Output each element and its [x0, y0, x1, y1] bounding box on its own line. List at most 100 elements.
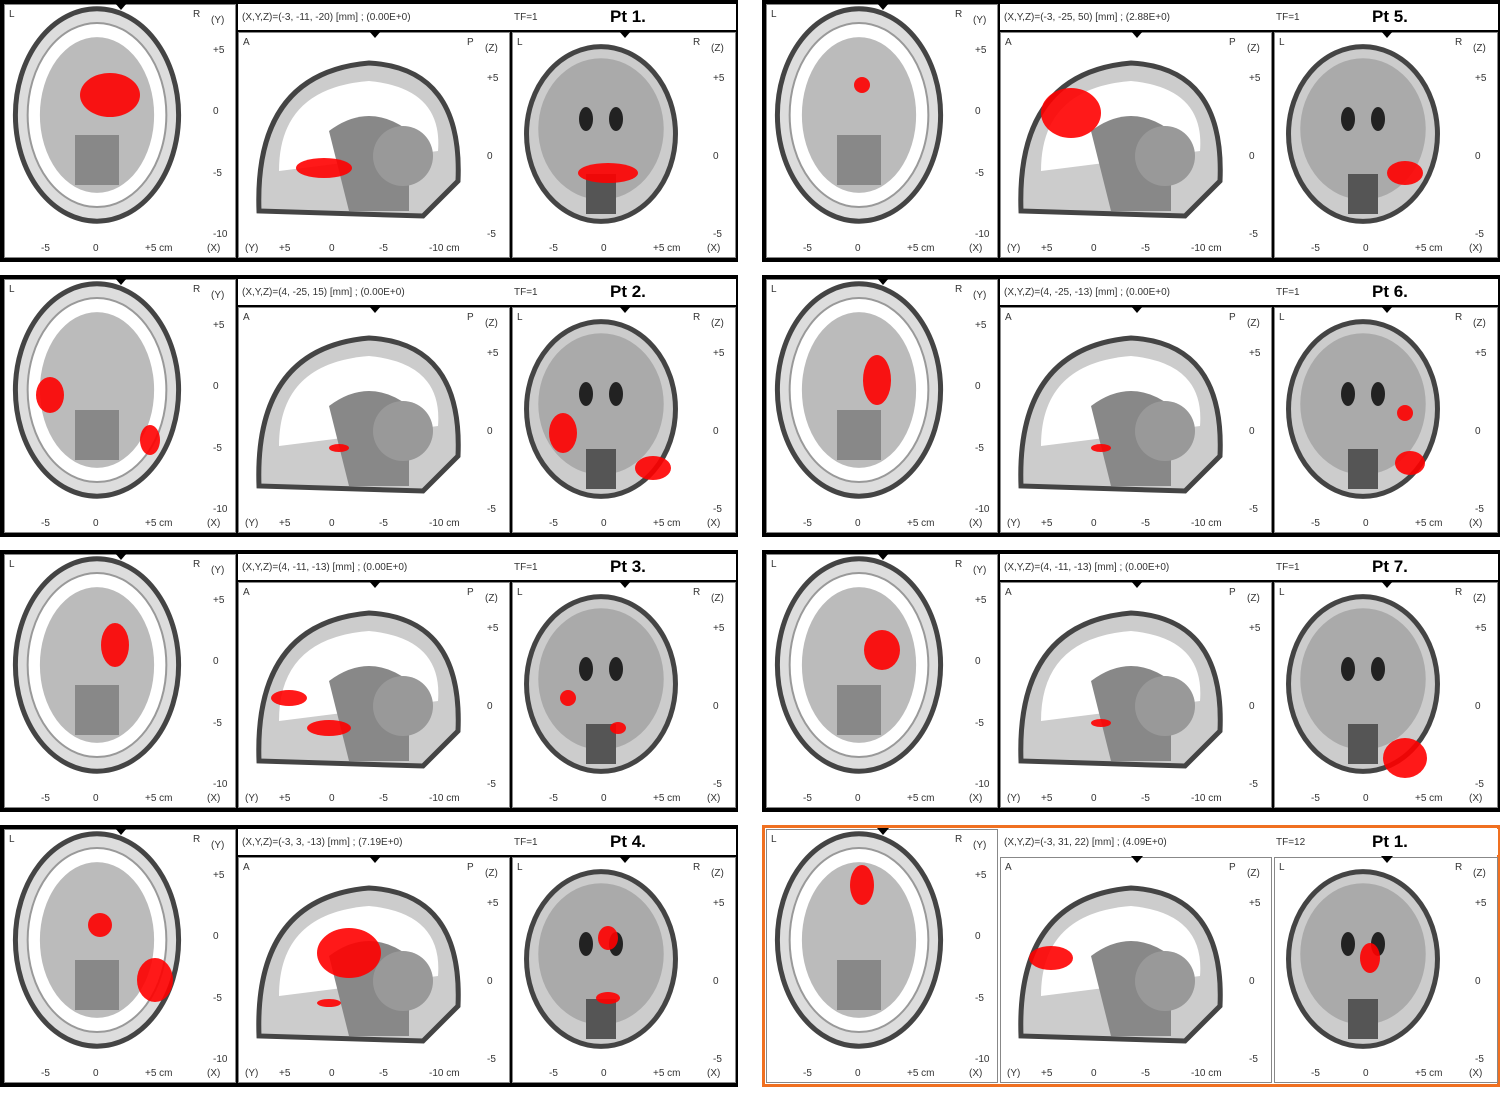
- patient-label: Pt 1.: [610, 7, 646, 26]
- x-tick: 0: [601, 518, 607, 529]
- coronal-brain-slice: [1286, 594, 1440, 778]
- x-tick: 0: [1363, 1068, 1369, 1079]
- panel-header: (X,Y,Z)=(4, -25, -13) [mm] ; (0.00E+0)TF…: [1000, 279, 1498, 305]
- y-tick: 0: [1475, 701, 1481, 712]
- activation-blob: [1091, 444, 1111, 452]
- x-axis-label: (X): [207, 1068, 221, 1079]
- y-tick: +5: [487, 898, 499, 909]
- y-tick: 0: [713, 976, 719, 987]
- x-tick: +5 cm: [653, 793, 681, 804]
- y-tick: -10: [213, 229, 228, 240]
- panel-header: (X,Y,Z)=(-3, -25, 50) [mm] ; (2.88E+0)TF…: [1000, 4, 1498, 30]
- orientation-right: R: [193, 834, 201, 845]
- x-axis-label: (X): [1469, 1068, 1483, 1079]
- axis-label: (Z): [711, 318, 724, 329]
- x-tick: 0: [93, 793, 99, 804]
- orientation-right: P: [467, 312, 474, 323]
- x-tick: -5: [379, 1068, 388, 1079]
- activation-blob: [1397, 405, 1413, 421]
- x-axis-label: (X): [1469, 793, 1483, 804]
- time-frame: TF=1: [1276, 562, 1300, 573]
- y-tick: -5: [1249, 504, 1258, 515]
- x-tick: 0: [855, 1068, 861, 1079]
- x-tick: -5: [549, 1068, 558, 1079]
- y-tick: -5: [1249, 779, 1258, 790]
- orientation-left: L: [517, 312, 523, 323]
- y-tick: -5: [487, 504, 496, 515]
- coronal-brain-slice: [524, 44, 678, 224]
- marker-triangle: [1131, 31, 1143, 38]
- orientation-right: R: [1455, 587, 1463, 598]
- sagittal-brain-slice: [256, 885, 461, 1044]
- axis-label: (Y): [211, 15, 225, 26]
- panel-header: (X,Y,Z)=(4, -11, -13) [mm] ; (0.00E+0)TF…: [1000, 554, 1498, 580]
- x-tick: 0: [1091, 243, 1097, 254]
- axis-label: (Y): [211, 290, 225, 301]
- time-frame: TF=1: [514, 287, 538, 298]
- x-tick: +5 cm: [145, 1068, 173, 1079]
- x-tick: 0: [329, 243, 335, 254]
- y-tick: 0: [487, 426, 493, 437]
- x-tick: 0: [855, 243, 861, 254]
- patient-label: Pt 2.: [610, 282, 646, 301]
- y-tick: +5: [213, 595, 225, 606]
- y-tick: 0: [1475, 426, 1481, 437]
- y-tick: -5: [975, 717, 984, 729]
- y-tick: +5: [487, 623, 499, 634]
- y-tick: +5: [213, 320, 225, 331]
- x-tick: +5 cm: [145, 793, 173, 804]
- x-axis-label: (Y): [245, 243, 259, 254]
- x-axis-label: (Y): [245, 518, 259, 529]
- x-axis-label: (Y): [1007, 1068, 1021, 1079]
- orientation-right: P: [467, 587, 474, 598]
- y-tick: +5: [713, 348, 725, 359]
- y-tick: +5: [1249, 73, 1261, 84]
- x-tick: 0: [855, 518, 861, 529]
- orientation-right: R: [193, 284, 201, 295]
- x-tick: -10 cm: [429, 518, 460, 529]
- y-tick: +5: [1249, 623, 1261, 634]
- x-axis-label: (X): [207, 793, 221, 804]
- y-tick: -5: [713, 229, 722, 240]
- orientation-right: R: [693, 312, 701, 323]
- orientation-right: R: [693, 37, 701, 48]
- axis-label: (Z): [1247, 318, 1260, 329]
- axis-label: (Y): [211, 840, 225, 851]
- coronal-brain-slice: [524, 319, 678, 499]
- y-tick: -10: [975, 504, 990, 515]
- x-tick: -10 cm: [1191, 243, 1222, 254]
- coronal-brain-slice: [1286, 44, 1440, 224]
- orientation-left: L: [1279, 312, 1285, 323]
- axis-label: (Z): [1473, 593, 1486, 604]
- patient-label: Pt 6.: [1372, 282, 1408, 301]
- axis-label: (Z): [485, 868, 498, 879]
- y-tick: 0: [713, 426, 719, 437]
- x-tick: -5: [41, 1068, 50, 1079]
- sagittal-brain-slice: [256, 60, 461, 219]
- axial-brain-slice: [774, 831, 944, 1049]
- x-tick: +5 cm: [907, 518, 935, 529]
- x-tick: +5: [1041, 518, 1053, 529]
- x-tick: -5: [549, 243, 558, 254]
- panel-header: (X,Y,Z)=(-3, 31, 22) [mm] ; (4.09E+0)TF=…: [1000, 829, 1498, 855]
- x-tick: -10 cm: [429, 243, 460, 254]
- orientation-right: R: [1455, 37, 1463, 48]
- y-tick: -5: [213, 167, 222, 179]
- axis-label: (Y): [973, 565, 987, 576]
- x-axis-label: (X): [207, 518, 221, 529]
- x-tick: -10 cm: [1191, 1068, 1222, 1079]
- time-frame: TF=12: [1276, 837, 1306, 848]
- y-tick: +5: [1475, 348, 1487, 359]
- x-axis-label: (X): [707, 243, 721, 254]
- x-tick: -5: [379, 518, 388, 529]
- x-tick: 0: [1363, 518, 1369, 529]
